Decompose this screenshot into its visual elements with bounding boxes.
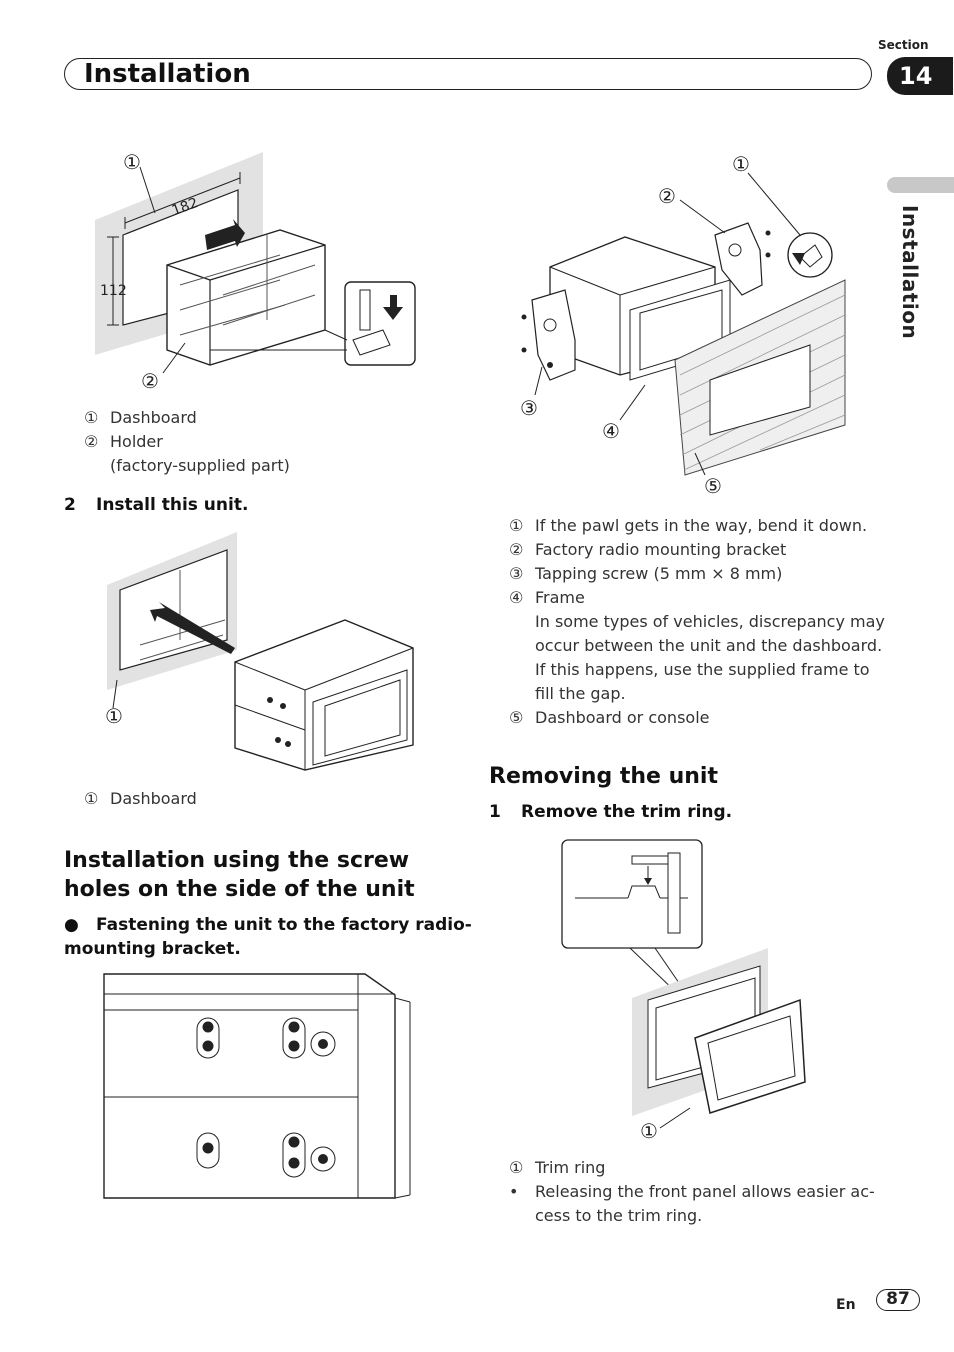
callout-3: ③ (520, 396, 538, 420)
caption-item: In some types of vehicles, discrepancy m… (535, 612, 885, 631)
dim-height-label: 112 (100, 283, 127, 299)
figure-side-screw-holes (103, 973, 411, 1199)
figure-bracket-exploded: ① ② ③ ④ ⑤ (520, 152, 846, 498)
side-tab-marker (887, 177, 954, 193)
page-number: 87 (876, 1289, 920, 1311)
callout-2: ② (141, 369, 159, 393)
caption-item: occur between the unit and the dashboard… (535, 636, 883, 655)
caption-item: (factory-supplied part) (110, 456, 290, 475)
section-label: Section (878, 38, 929, 52)
callout-1: ① (640, 1119, 658, 1143)
caption-item: fill the gap. (535, 684, 626, 703)
section-heading-screw-holes: Installation using the screw holes on th… (64, 848, 415, 902)
figure-dashboard-holder: 182 112 ① ② (95, 150, 416, 393)
callout-4: ④ (602, 419, 620, 443)
callout-5: ⑤ (704, 474, 722, 498)
callout-1: ① (732, 152, 750, 176)
section-number-badge: 14 (887, 57, 953, 95)
section-heading-removing: Removing the unit (489, 764, 718, 789)
figure-trim-ring: ① (561, 839, 806, 1143)
bullet-fastening: ●Fastening the unit to the factory radio… (64, 915, 472, 959)
callout-2: ② (658, 184, 676, 208)
page-title: Installation (84, 59, 251, 89)
side-tab-label: Installation (898, 205, 922, 340)
callout-1: ① (105, 704, 123, 728)
footer-language: En (836, 1297, 856, 1313)
caption-item: cess to the trim ring. (535, 1206, 703, 1225)
caption-item: If this happens, use the supplied frame … (535, 660, 870, 679)
header-bar (64, 58, 872, 90)
figure-install-unit: ① (105, 532, 414, 771)
caption-item: •Releasing the front panel allows easier… (509, 1182, 875, 1201)
callout-1: ① (123, 150, 141, 174)
